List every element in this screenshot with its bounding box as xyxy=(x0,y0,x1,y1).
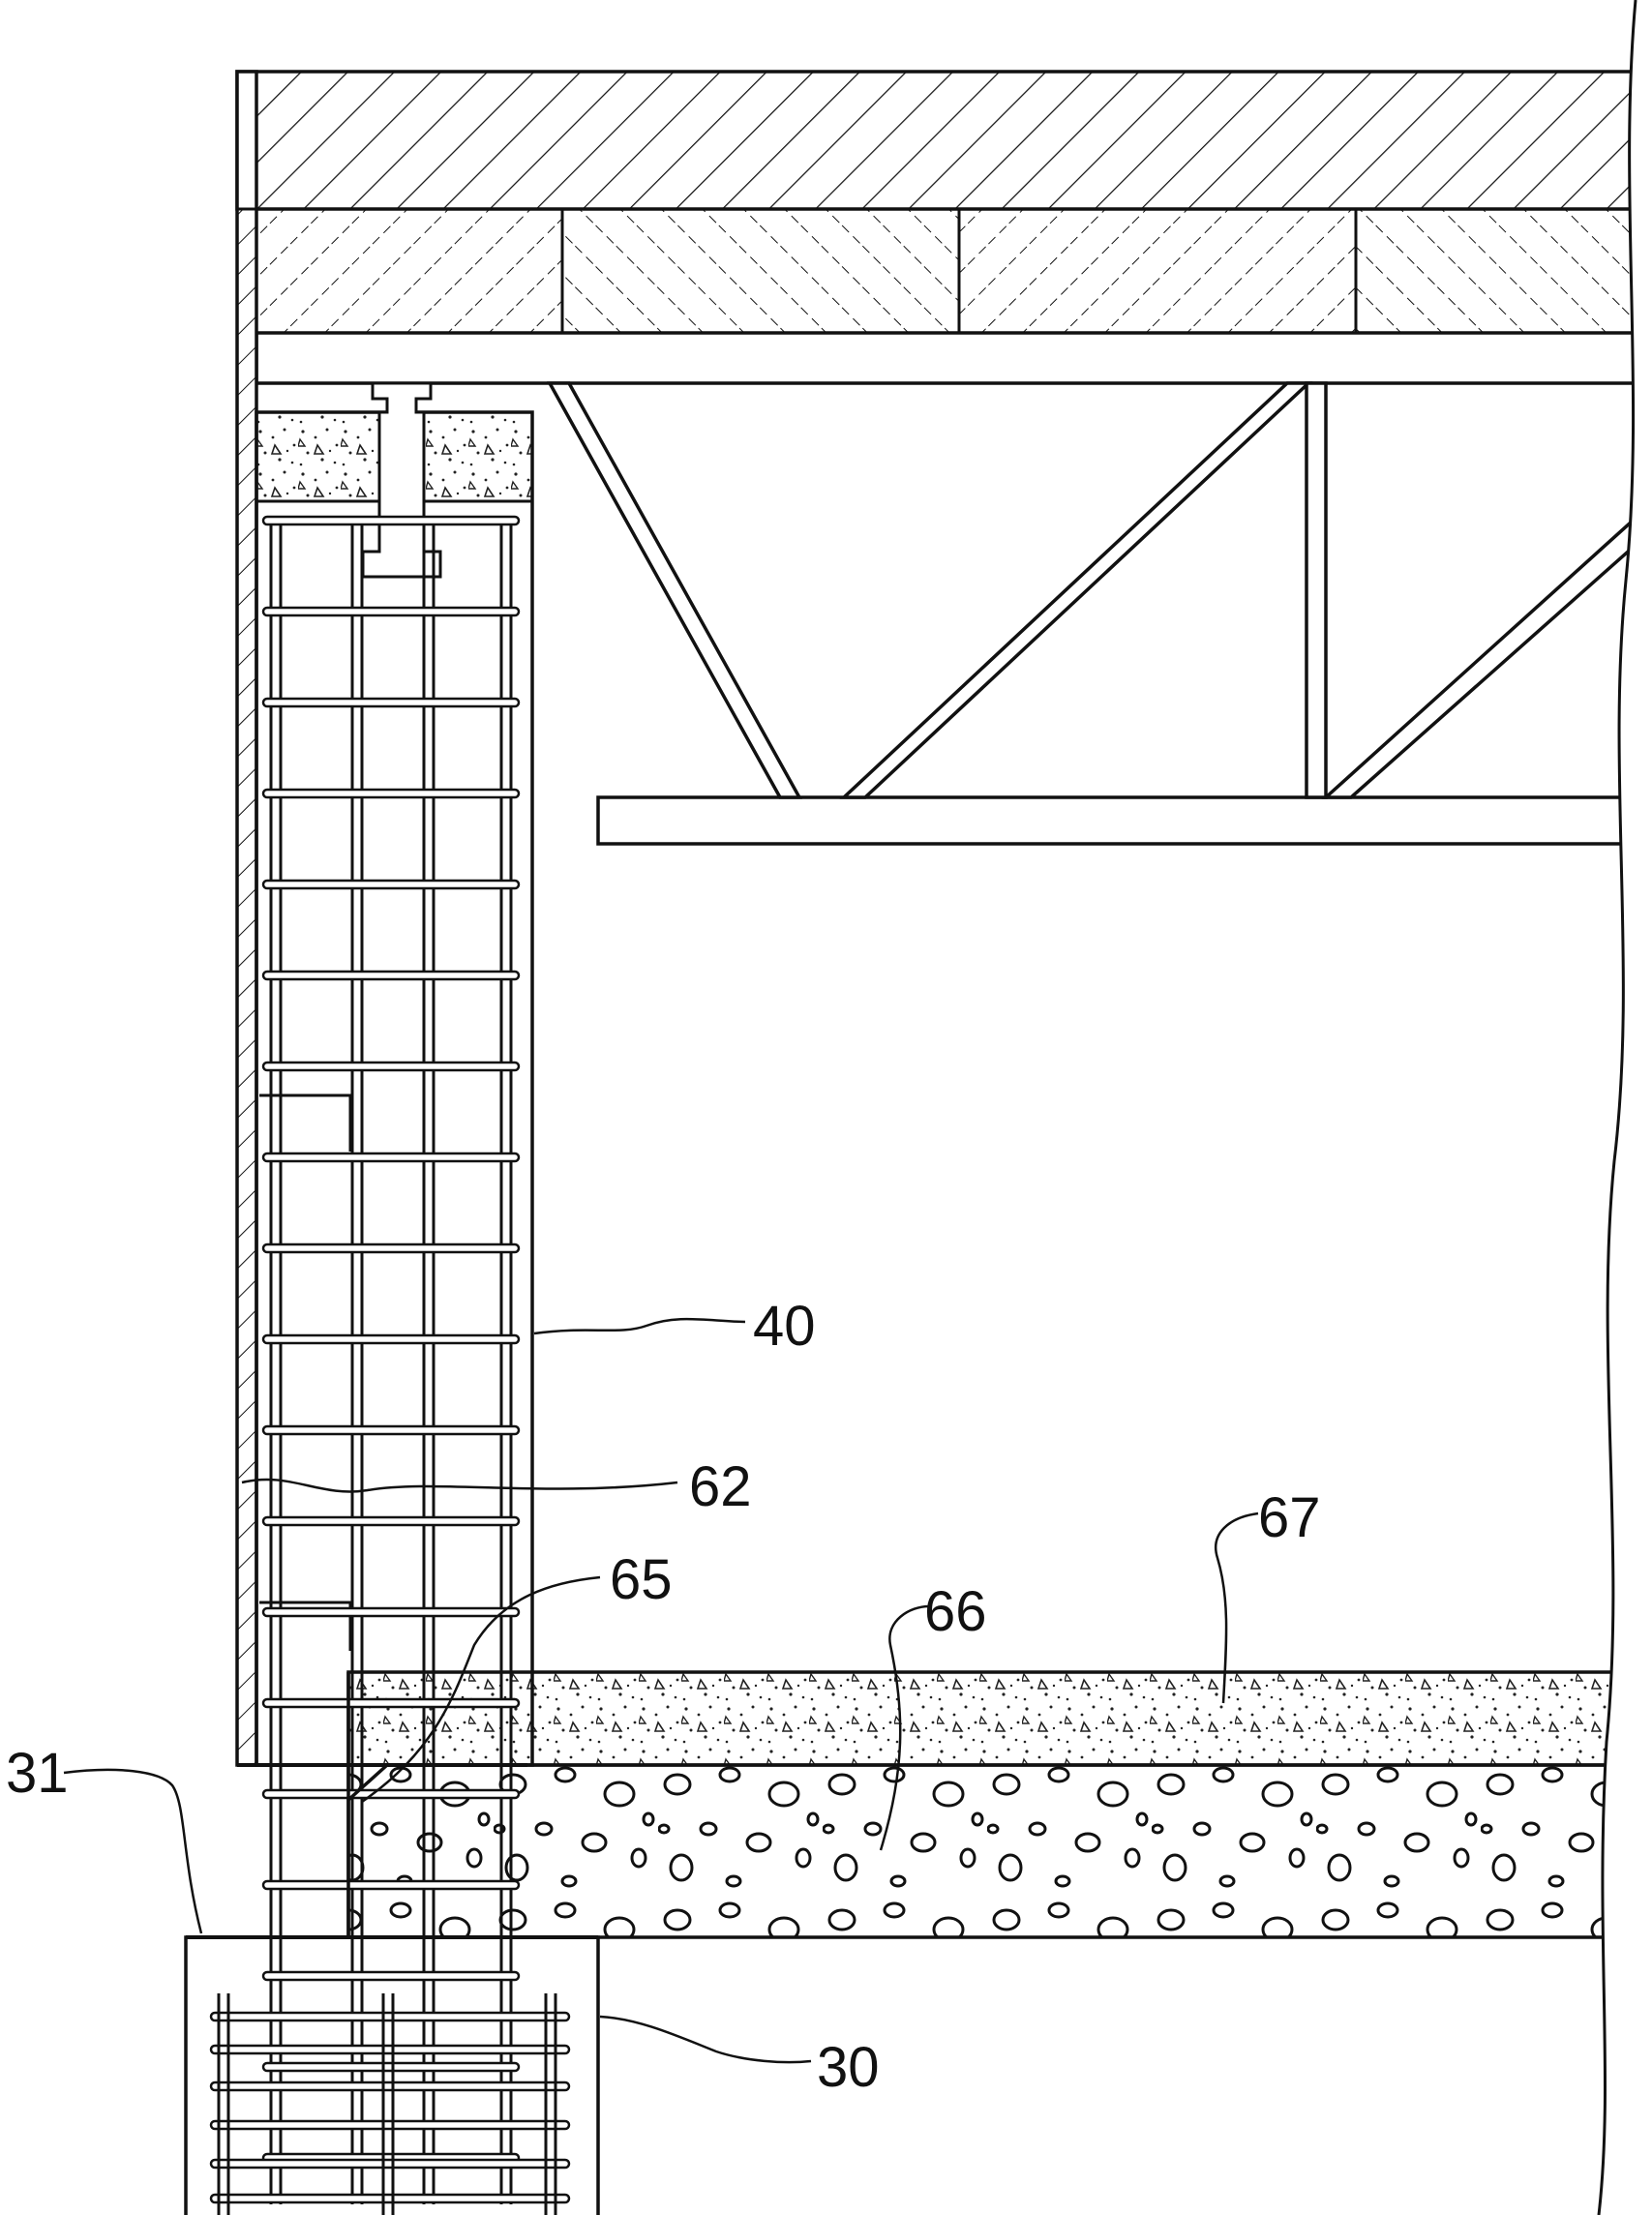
label-30: 30 xyxy=(817,2036,880,2099)
gravel-fill xyxy=(348,1765,1652,1937)
leader-30 xyxy=(600,2017,811,2062)
roof-deck xyxy=(237,72,1650,209)
rebar-tie xyxy=(263,1244,519,1252)
rebar-tie xyxy=(263,2063,519,2071)
rebar-tie xyxy=(263,1881,519,1889)
rebar-tie xyxy=(263,1972,519,1980)
wall-form xyxy=(256,383,532,1765)
label-67: 67 xyxy=(1258,1486,1321,1549)
rebar-tie xyxy=(263,699,519,706)
leader-40 xyxy=(534,1319,745,1333)
rebar-tie xyxy=(263,972,519,979)
footing-bar xyxy=(211,2046,569,2053)
wall-rebar-cage xyxy=(271,517,511,2204)
rebar-tie xyxy=(263,1335,519,1343)
leader-62 xyxy=(242,1480,677,1491)
rebar-tie xyxy=(263,1426,519,1434)
label-31: 31 xyxy=(6,1742,69,1805)
rebar-tie xyxy=(263,1699,519,1707)
joist-top-chord xyxy=(256,333,1652,383)
rebar-tie xyxy=(263,517,519,524)
rebar-tie xyxy=(263,1790,519,1798)
joist-bottom-chord xyxy=(598,797,1652,844)
rebar-tie xyxy=(263,608,519,615)
label-62: 62 xyxy=(689,1455,752,1518)
label-40: 40 xyxy=(753,1295,816,1358)
floor-slab xyxy=(348,1672,1652,1765)
leader-31 xyxy=(64,1770,201,1933)
footing-bar xyxy=(211,2013,569,2020)
footing-bar xyxy=(211,2195,569,2202)
joist-web xyxy=(550,383,1652,797)
rebar-tie xyxy=(263,1063,519,1070)
insulation-strip xyxy=(237,209,256,1765)
rebar-tie xyxy=(263,1608,519,1616)
roof-insulation-boards xyxy=(256,209,1652,333)
structure-section xyxy=(237,72,1652,1937)
rebar-tie xyxy=(263,1153,519,1161)
label-66: 66 xyxy=(924,1580,987,1643)
rebar-tie xyxy=(263,1517,519,1525)
label-65: 65 xyxy=(610,1548,673,1611)
footing-bar xyxy=(211,2082,569,2090)
ledger-angle-upper xyxy=(259,1095,350,1152)
footing-bar xyxy=(211,2121,569,2129)
footing-rebar xyxy=(211,1993,569,2215)
footing-bar xyxy=(211,2160,569,2168)
rebar-tie xyxy=(263,881,519,888)
rebar-tie xyxy=(263,790,519,797)
